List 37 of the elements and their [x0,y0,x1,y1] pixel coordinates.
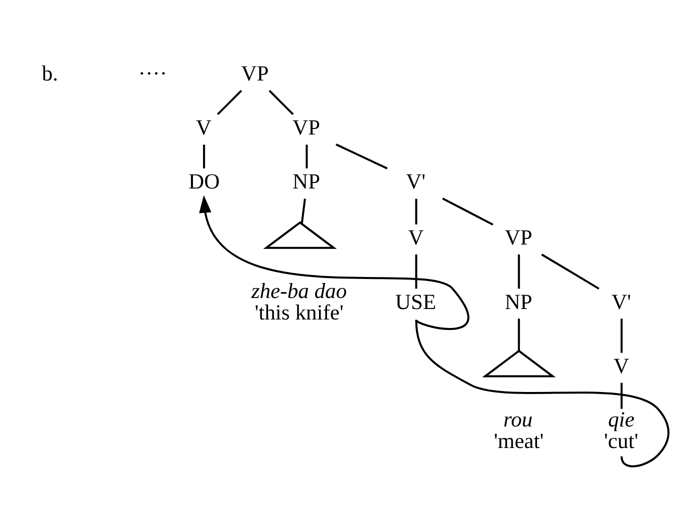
label: ···· [138,61,168,86]
arrow [199,195,470,330]
connector [541,254,600,290]
connector [306,144,308,168]
node-text: V' [611,290,631,314]
connector [415,198,418,224]
connector [620,318,623,353]
connector [336,144,388,170]
connector [300,198,306,224]
connector [415,320,670,468]
node-text: qie 'cut' [604,407,638,453]
node-text: V [614,354,630,378]
node-triangle [482,350,556,378]
node-text: NP [292,170,320,194]
connector [216,90,242,116]
node-text: VP [241,61,269,86]
node-text: DO [188,170,220,194]
node-label: rou [503,407,533,432]
node-triangle [263,221,337,249]
node-text: VP [292,115,320,140]
connector [442,198,494,226]
node-label: 'this knife' [254,300,344,325]
connector [268,90,294,116]
node-text: VP [504,226,532,250]
node-text: V [196,115,212,140]
label: b. [42,61,58,86]
node-text: V [408,226,424,250]
connector [203,144,206,168]
node-label: 'meat' [494,428,544,453]
node-text: NP [504,290,532,314]
node-text: V' [406,170,426,194]
connector [518,318,520,351]
connector [415,254,418,289]
node-text: USE [395,290,436,314]
connector [620,382,623,409]
node-label: zhe-ba dao [251,278,347,303]
connector [518,254,520,289]
